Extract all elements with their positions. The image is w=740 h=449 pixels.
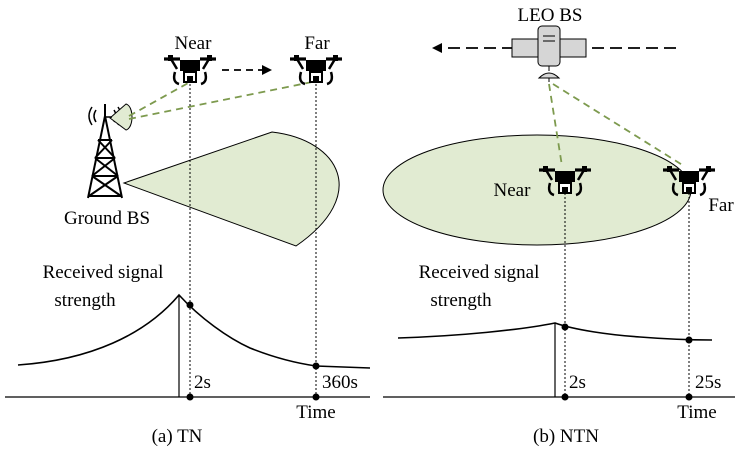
tower-icon [87, 104, 123, 199]
ntn-bs-label: LEO BS [518, 5, 583, 26]
ntn-tick-far: 25s [695, 372, 721, 393]
tn-tick-far: 360s [322, 372, 358, 393]
ntn-time-label: Time [677, 402, 716, 423]
ntn-far-label: Far [708, 195, 734, 216]
tn-near-label: Near [175, 33, 213, 54]
tn-link-near [128, 81, 191, 117]
tn-coverage-area [122, 131, 340, 247]
ntn-signal-label-line1: Received signal [419, 262, 540, 283]
tn-caption: (a) TN [152, 426, 203, 447]
ntn-link-far [552, 83, 685, 167]
ntn-caption: (b) NTN [533, 426, 599, 447]
tn-tick-near: 2s [194, 372, 211, 393]
tn-far-label: Far [304, 33, 330, 54]
ntn-coverage-area [382, 134, 692, 246]
tn-bs-label: Ground BS [64, 208, 150, 229]
ntn-signal-curve [397, 322, 713, 341]
tn-link-far [128, 81, 313, 120]
drone-icon [162, 53, 218, 86]
drone-icon [288, 53, 344, 86]
tn-time-label: Time [296, 402, 335, 423]
antenna-icon [104, 103, 133, 131]
tn-signal-label-line2: strength [54, 290, 116, 311]
tn-signal-label-line1: Received signal [43, 262, 164, 283]
panel-ntn: LEO BS Near Far Received signal strength… [382, 5, 735, 447]
satellite-icon [511, 25, 587, 82]
ntn-tick-near: 2s [569, 372, 586, 393]
ntn-signal-label-line2: strength [430, 290, 492, 311]
panel-tn: Near Far Ground BS Received signal stren… [5, 33, 371, 447]
ntn-near-label: Near [494, 180, 532, 201]
tn-signal-curve [17, 293, 371, 369]
ntn-link-near [548, 83, 563, 167]
